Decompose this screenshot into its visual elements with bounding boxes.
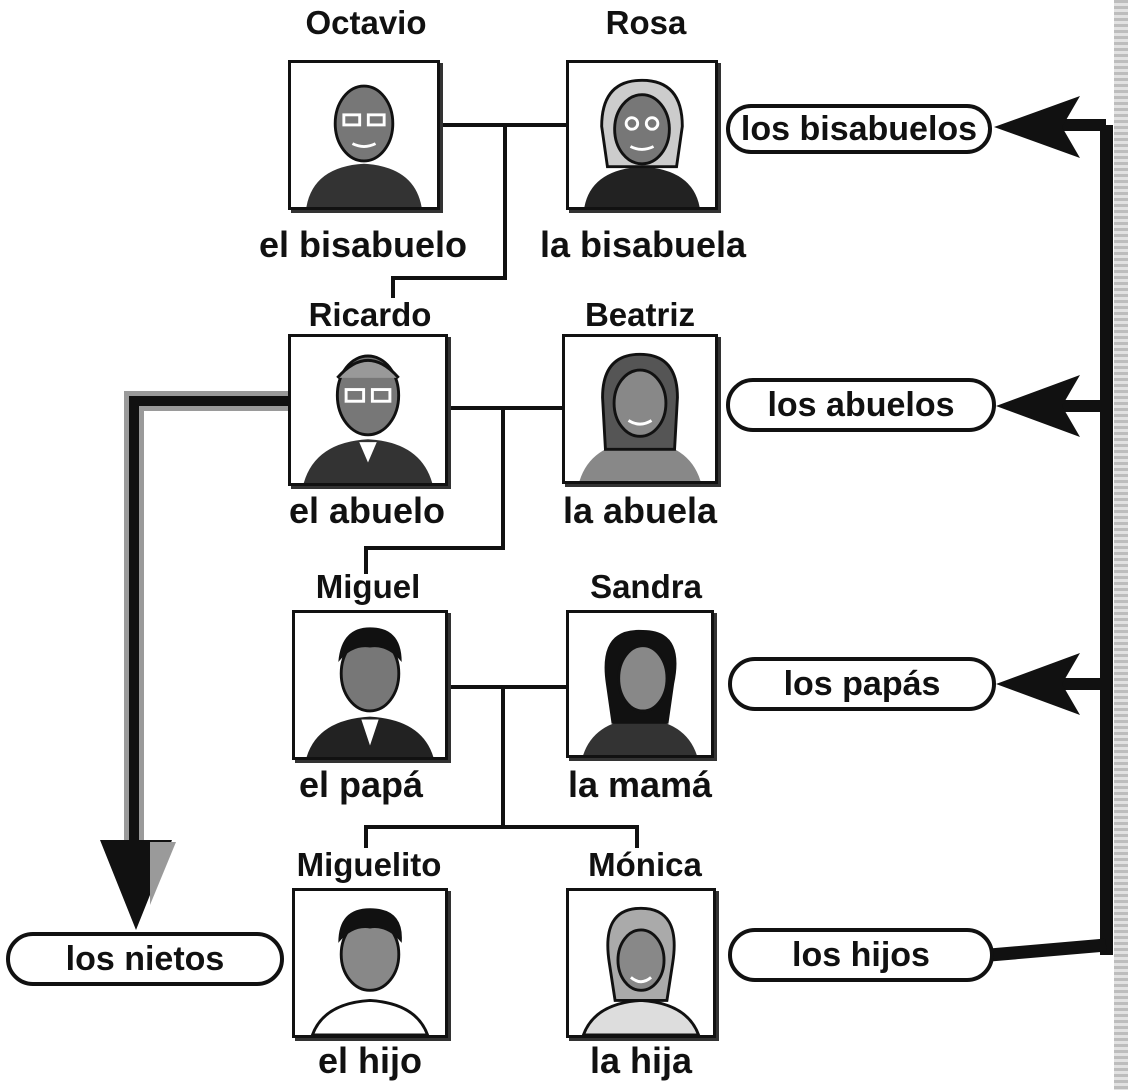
descent-line-bisabuelos [391, 125, 507, 298]
grandmother-portrait-icon [562, 334, 718, 484]
father-portrait-icon [292, 610, 448, 760]
person-name-octavio: Octavio [305, 4, 427, 41]
role-label-bisabuelo: el bisabuelo [258, 224, 468, 265]
couple-connectors [364, 123, 639, 848]
group-label-bisabuelos: los bisabuelos [726, 104, 992, 154]
boy-portrait-icon [292, 888, 448, 1038]
role-label-abuelo: el abuelo [288, 490, 446, 531]
person-name-monica: Mónica [588, 846, 702, 883]
person-name-miguel: Miguel [315, 568, 421, 605]
arrow-head-abuelos [996, 375, 1080, 437]
person-name-beatriz: Beatriz [584, 296, 696, 333]
group-label-abuelos: los abuelos [726, 378, 996, 432]
mother-portrait-icon [566, 610, 714, 758]
grandfather-portrait-icon [288, 334, 448, 486]
person-name-sandra: Sandra [590, 568, 702, 605]
hijos-connector [989, 938, 1107, 962]
arrow-head-bisabuelos [994, 96, 1080, 158]
group-label-papas: los papás [728, 657, 996, 711]
person-name-rosa: Rosa [605, 4, 687, 41]
role-label-mama: la mamá [567, 764, 713, 805]
elderly-woman-portrait-icon [566, 60, 718, 210]
group-label-hijos: los hijos [728, 928, 994, 982]
page-edge-texture [1114, 0, 1128, 1090]
role-label-papa: el papá [298, 764, 424, 805]
descent-line-abuelos [364, 408, 505, 574]
nietos-arrow [100, 391, 288, 930]
generation-arrows [989, 96, 1113, 962]
role-label-abuela: la abuela [562, 490, 718, 531]
girl-portrait-icon [566, 888, 716, 1038]
role-label-hija: la hija [589, 1040, 693, 1081]
role-label-hijo: el hijo [317, 1040, 422, 1081]
children-bracket [364, 825, 639, 848]
person-name-ricardo: Ricardo [308, 296, 432, 333]
elderly-man-portrait-icon [288, 60, 440, 210]
person-name-miguelito: Miguelito [296, 846, 442, 883]
arrow-head-papas [996, 653, 1080, 715]
group-label-nietos: los nietos [6, 932, 284, 986]
right-vertical-bar [1100, 125, 1113, 955]
role-label-bisabuela: la bisabuela [539, 224, 747, 265]
